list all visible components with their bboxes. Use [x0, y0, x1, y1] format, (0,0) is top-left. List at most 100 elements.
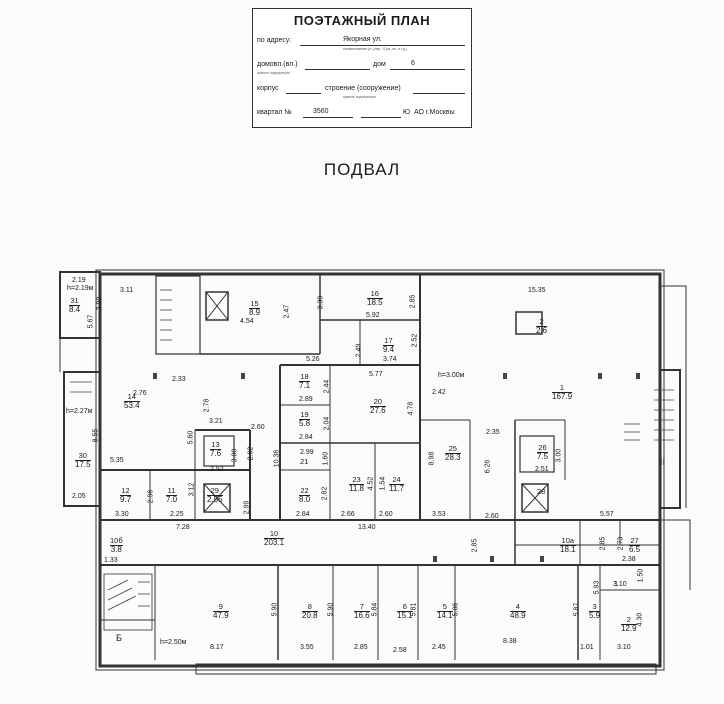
dimension-label: 3.00	[231, 448, 239, 463]
dimension-label: 2.45	[432, 644, 446, 651]
dimension-label: 2.92	[247, 446, 255, 461]
room-area: 14.1	[437, 611, 453, 620]
room-area: 18.1	[560, 545, 576, 554]
dimension-label: 2.60	[251, 424, 265, 431]
dimension-label: 2.05	[72, 493, 86, 500]
room-area: 2.55	[207, 495, 223, 504]
dimension-label: 2.84	[296, 511, 310, 518]
okrug-suffix: АО г.Москвы	[414, 109, 455, 116]
korpus-label: корпус	[257, 85, 279, 92]
room-area: 15.1	[397, 611, 413, 620]
room-number: 15	[249, 299, 261, 309]
room-number: 7	[354, 603, 370, 612]
dimension-label: 2.58	[393, 647, 407, 654]
dimension-label: 1.60	[322, 451, 330, 466]
dimension-label: h=2.27м	[66, 408, 93, 415]
dimension-label: 4.30	[636, 612, 644, 627]
dimension-label: 2.52	[210, 466, 224, 473]
outer-wall-outline	[95, 269, 665, 671]
dimension-label: 10.36	[273, 449, 281, 468]
room-number: 2	[536, 318, 548, 327]
dimension-label: 1.33	[104, 557, 118, 564]
room-number: 2	[621, 616, 637, 625]
kvartal-value: 3560	[313, 108, 329, 115]
dimension-label: 2.33	[172, 376, 186, 383]
room-area: 18.5	[367, 298, 383, 307]
elevator-shafts	[203, 291, 555, 513]
dimension-label: 5.77	[369, 371, 383, 378]
plan-walls	[59, 269, 691, 675]
room-number: 27	[629, 536, 641, 546]
dimension-label: 2.82	[321, 486, 329, 501]
dimension-label: 2.38	[622, 556, 636, 563]
room-number: 30	[75, 452, 91, 461]
room-number: 17	[383, 336, 395, 346]
room-number: 3	[589, 603, 601, 612]
dimension-label: 3.12	[188, 482, 196, 497]
room-area: 7.1	[299, 381, 311, 390]
dimension-label: 1.01	[580, 644, 594, 651]
dimension-label: 2.85	[471, 538, 479, 553]
room-area: 9.4	[383, 345, 395, 354]
dimension-label: 5.90	[327, 602, 335, 617]
room-area: 48.9	[510, 611, 526, 620]
dimension-label: 5.92	[366, 312, 380, 319]
title-stamp: ПОЭТАЖНЫЙ ПЛАН по адресу: Якорная ул. на…	[252, 8, 472, 128]
dom-underline	[390, 69, 465, 70]
dimension-label: 2.66	[341, 511, 355, 518]
dimension-label: 3.11	[120, 287, 134, 294]
room-area: 8.0	[299, 495, 311, 504]
dimension-label: 4.78	[407, 401, 415, 416]
dimension-label: 8.17	[210, 644, 224, 651]
dimension-label: h=3.00м	[438, 372, 465, 379]
dimension-label: 5.93	[593, 580, 601, 595]
room-21: 21	[300, 458, 308, 466]
dimension-label: 5.86	[452, 602, 460, 617]
dimension-label: 2.78	[203, 398, 211, 413]
room-number: 5	[437, 603, 453, 612]
dimension-label: 2.49	[355, 343, 363, 358]
dimension-label: 3.21	[209, 418, 223, 425]
domovl-hint: нужное подчеркнуть	[257, 71, 291, 75]
dimension-label: 5.35	[110, 457, 124, 464]
dimension-label: 4.52	[367, 476, 375, 491]
address-value: Якорная ул.	[343, 36, 382, 43]
dimension-label: 13.40	[358, 524, 376, 531]
stamp-title: ПОЭТАЖНЫЙ ПЛАН	[293, 13, 431, 28]
plan-marker: Б	[116, 633, 122, 643]
room-area: 12.9	[621, 624, 637, 633]
room-number: 18	[299, 372, 311, 382]
room-number: 10б	[110, 536, 123, 546]
room-number: 24	[389, 476, 404, 485]
plan-marker: II	[660, 457, 666, 467]
room-number: 13	[210, 440, 222, 450]
room-number: 1	[614, 579, 619, 588]
room-number: 31	[69, 296, 81, 306]
dimension-label: 2.85	[354, 644, 368, 651]
room-area: 16.6	[354, 611, 370, 620]
dimension-label: 2.19	[72, 277, 86, 284]
room-number: 4	[510, 603, 526, 612]
domovl-label: домовл.(вл.)	[257, 61, 298, 68]
dimension-label: 2.04	[323, 416, 331, 431]
floor-title: ПОДВАЛ	[323, 160, 401, 179]
dimension-label: 2.60	[485, 513, 499, 520]
dom-label: дом	[373, 61, 386, 68]
room-number: 1	[552, 384, 573, 393]
room-number: 9	[213, 603, 229, 612]
dimension-label: 1.54	[379, 476, 387, 491]
dimension-label: 5.81	[410, 602, 418, 617]
okrug-value: Ю	[403, 109, 411, 116]
room-area: 2.6	[536, 326, 548, 335]
